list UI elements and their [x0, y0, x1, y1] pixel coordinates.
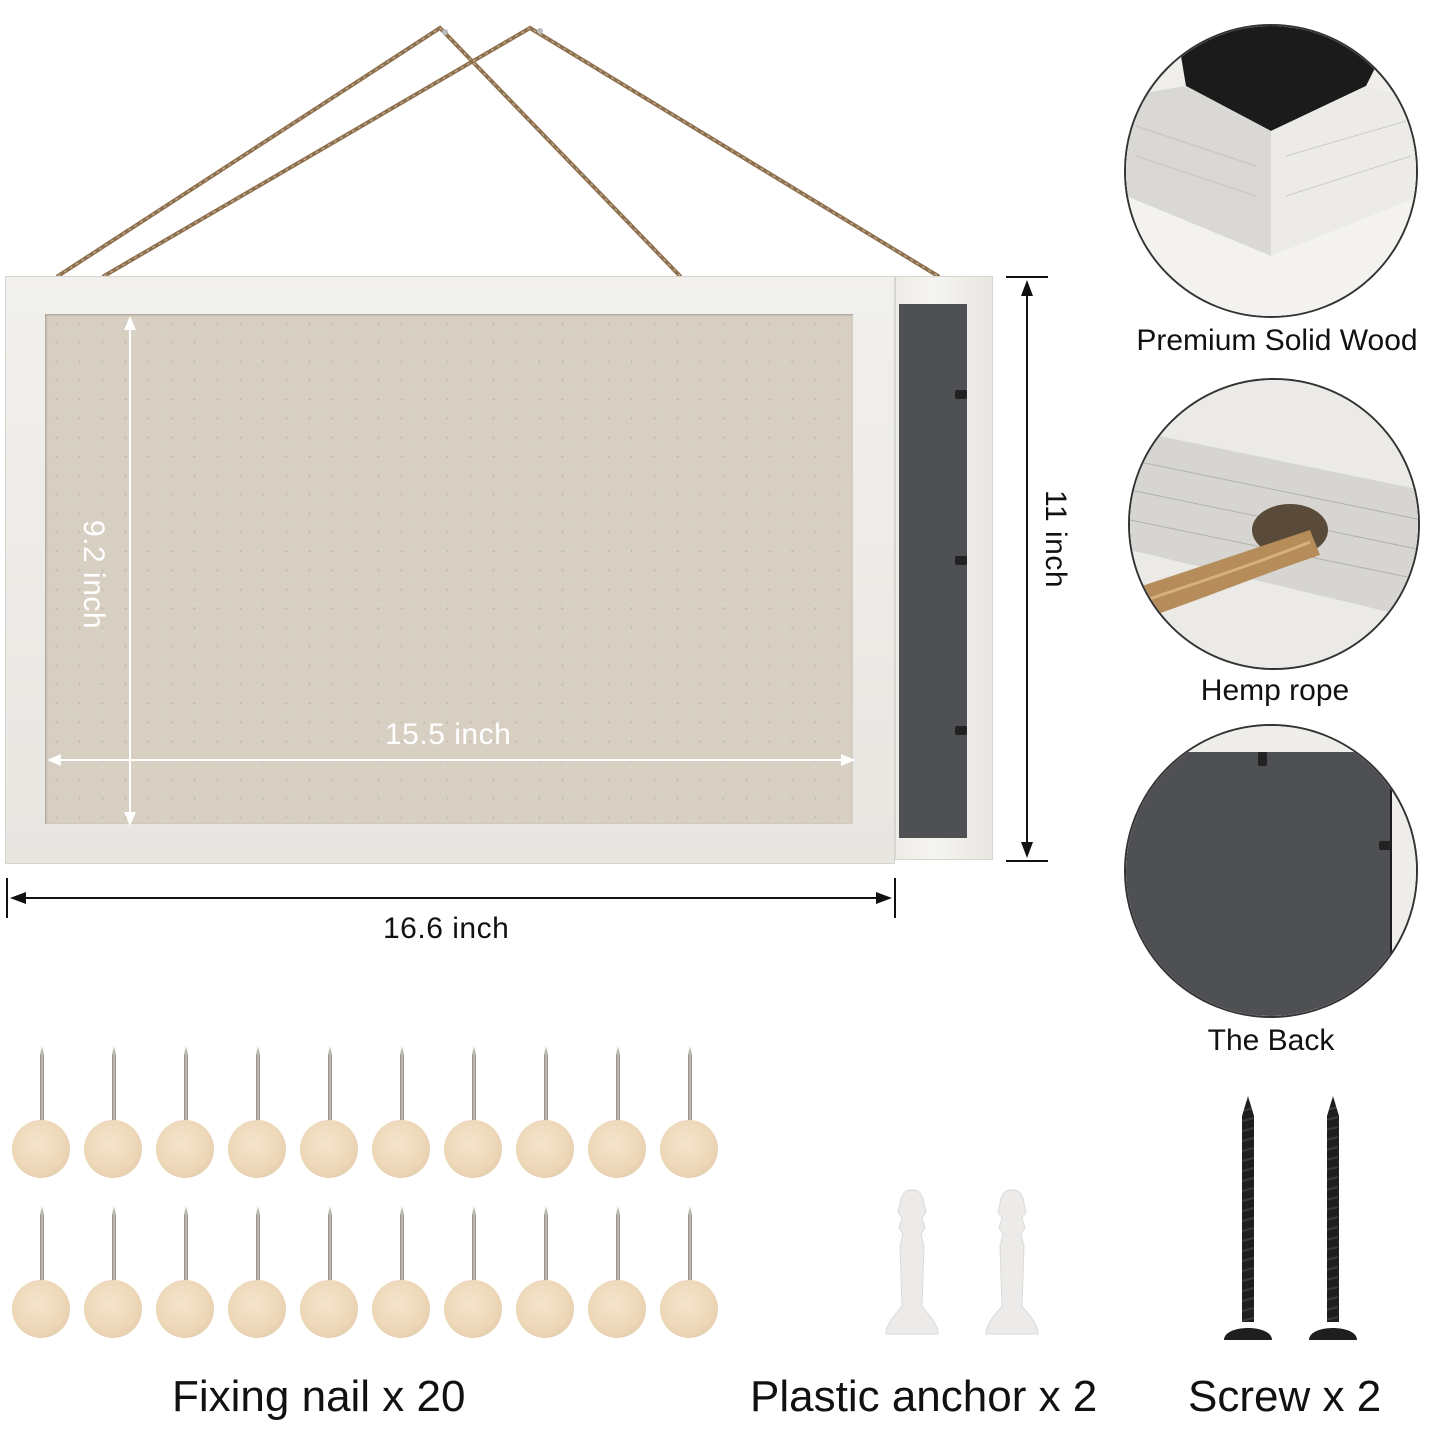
inner-height-label: 9.2 inch	[77, 520, 110, 630]
push-pin-icon	[516, 1046, 576, 1178]
push-pin-icon	[300, 1206, 360, 1338]
feature-rope-closeup	[1128, 378, 1420, 670]
plastic-anchors	[885, 1189, 1039, 1335]
accessory-label-anchors: Plastic anchor x 2	[750, 1372, 1098, 1421]
push-pin-icon	[156, 1206, 216, 1338]
feature-label-rope: Hemp rope	[1200, 674, 1350, 707]
push-pin-icon	[228, 1046, 288, 1178]
inner-width-label: 15.5 inch	[385, 718, 512, 751]
back-panel-icon	[1126, 726, 1416, 1016]
screw-icon	[1309, 1096, 1357, 1340]
outer-width-arrow	[6, 878, 896, 918]
screw-icon	[1224, 1096, 1272, 1340]
push-pin-icon	[588, 1206, 648, 1338]
hemp-rope-icon	[1130, 380, 1418, 668]
feature-wood-closeup	[1124, 24, 1418, 318]
push-pin-icon	[444, 1206, 504, 1338]
wall-hook-icon	[442, 29, 448, 35]
plastic-anchor-icon	[885, 1189, 939, 1335]
push-pin-icon	[660, 1206, 720, 1338]
accessory-label-nails: Fixing nail x 20	[172, 1372, 466, 1421]
outer-height-arrow	[1006, 276, 1048, 862]
retaining-clip-icon	[955, 556, 967, 565]
wood-corner-icon	[1126, 26, 1416, 316]
screws	[1224, 1096, 1357, 1340]
push-pins-grid	[12, 1046, 732, 1346]
push-pin-icon	[372, 1046, 432, 1178]
push-pin-icon	[228, 1206, 288, 1338]
cork-board-surface	[45, 314, 853, 824]
outer-width-label: 16.6 inch	[383, 912, 510, 945]
plastic-anchor-icon	[985, 1189, 1039, 1335]
push-pin-icon	[84, 1206, 144, 1338]
outer-height-label: 11 inch	[1039, 490, 1072, 589]
retaining-clip-icon	[1258, 752, 1267, 766]
hemp-rope-hanger	[56, 25, 940, 278]
push-pin-icon	[156, 1046, 216, 1178]
back-panel-strip	[899, 304, 967, 838]
push-pin-icon	[300, 1046, 360, 1178]
retaining-clip-icon	[955, 390, 967, 399]
feature-back-closeup	[1124, 724, 1418, 1018]
push-pin-icon	[444, 1046, 504, 1178]
push-pin-icon	[588, 1046, 648, 1178]
accessory-label-screws: Screw x 2	[1188, 1372, 1382, 1421]
feature-label-back: The Back	[1207, 1024, 1335, 1057]
feature-label-wood: Premium Solid Wood	[1136, 324, 1418, 357]
push-pin-icon	[372, 1206, 432, 1338]
push-pin-icon	[12, 1046, 72, 1178]
push-pin-icon	[12, 1206, 72, 1338]
push-pin-icon	[660, 1046, 720, 1178]
inner-height-arrow	[124, 316, 136, 826]
push-pin-icon	[516, 1206, 576, 1338]
retaining-clip-icon	[955, 726, 967, 735]
push-pin-icon	[84, 1046, 144, 1178]
inner-width-arrow	[47, 754, 855, 766]
